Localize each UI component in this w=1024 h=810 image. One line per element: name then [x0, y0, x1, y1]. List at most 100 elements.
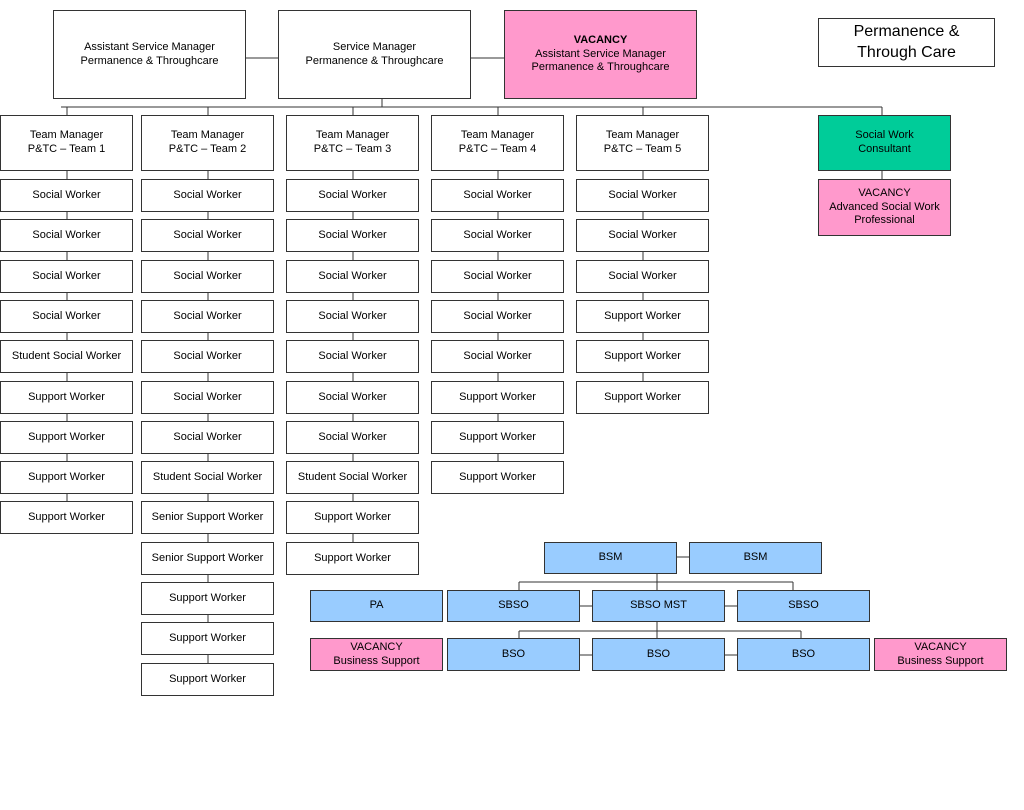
- team-2-member-box: Social Worker: [141, 260, 274, 293]
- team-3-member-box: Support Worker: [286, 501, 419, 534]
- team-manager-5-box-line-2: P&TC – Team 5: [603, 143, 682, 155]
- vacancy-business-support-right-box-line-1: VACANCY: [914, 640, 967, 653]
- sbso-right-box-line-1: SBSO: [788, 599, 819, 612]
- team-2-member-box: Support Worker: [141, 622, 274, 655]
- sbso-right-box: SBSO: [737, 590, 870, 622]
- bsm-left-box-line-1: BSM: [598, 551, 623, 564]
- team-2-member-box: Senior Support Worker: [141, 542, 274, 575]
- vacancy-assistant-service-manager-box-line-2: Assistant Service Manager: [535, 47, 666, 60]
- sbso-mst-box: SBSO MST: [592, 590, 725, 622]
- team-4-member-box: Support Worker: [431, 381, 564, 414]
- team-manager-5-box-line-1: Team Manager: [605, 129, 680, 142]
- team-2-member-box: Social Worker: [141, 179, 274, 212]
- service-manager-box-line-1: Service Manager: [332, 40, 417, 53]
- team-3-member-label: Support Worker: [314, 510, 391, 523]
- bso-3-box-line-1: BSO: [791, 647, 816, 660]
- team-4-member-label: Social Worker: [463, 349, 532, 362]
- team-3-member-label: Social Worker: [318, 309, 387, 322]
- team-4-member-label: Social Worker: [463, 188, 532, 201]
- team-2-member-label: Social Worker: [173, 309, 242, 322]
- team-2-member-label: Social Worker: [173, 349, 242, 362]
- vacancy-assistant-service-manager-box-line-3: Permanence & Throughcare: [531, 61, 670, 74]
- team-3-member-label: Social Worker: [318, 390, 387, 403]
- team-1-member-box: Support Worker: [0, 421, 133, 454]
- bso-2-box: BSO: [592, 638, 725, 671]
- team-3-member-label: Social Worker: [318, 430, 387, 443]
- team-2-member-label: Support Worker: [169, 591, 246, 604]
- team-1-member-box: Support Worker: [0, 501, 133, 534]
- team-5-member-box: Social Worker: [576, 179, 709, 212]
- team-5-member-label: Support Worker: [604, 390, 681, 403]
- team-2-member-label: Support Worker: [169, 672, 246, 685]
- service-manager-box-line-2: Permanence & Throughcare: [305, 54, 444, 67]
- team-1-member-label: Student Social Worker: [11, 349, 122, 362]
- team-manager-1-box-line-1: Team Manager: [29, 129, 104, 142]
- team-3-member-box: Social Worker: [286, 219, 419, 252]
- team-1-member-box: Social Worker: [0, 219, 133, 252]
- team-manager-2-box-line-1: Team Manager: [170, 129, 245, 142]
- team-4-member-label: Social Worker: [463, 228, 532, 241]
- team-2-member-label: Social Worker: [173, 430, 242, 443]
- vacancy-business-support-left-box-line-1: VACANCY: [350, 640, 403, 653]
- team-3-member-box: Social Worker: [286, 340, 419, 373]
- team-3-member-label: Social Worker: [318, 349, 387, 362]
- diagram-title-line-2: Through Care: [857, 43, 956, 61]
- team-4-member-box: Social Worker: [431, 179, 564, 212]
- team-1-member-label: Support Worker: [28, 390, 105, 403]
- social-work-consultant-box-line-2: Consultant: [858, 143, 911, 155]
- team-5-member-box: Support Worker: [576, 300, 709, 333]
- team-3-member-box: Social Worker: [286, 381, 419, 414]
- bso-3-box: BSO: [737, 638, 870, 671]
- team-2-member-box: Support Worker: [141, 582, 274, 615]
- team-3-member-box: Social Worker: [286, 300, 419, 333]
- team-4-member-label: Social Worker: [463, 269, 532, 282]
- team-3-member-box: Social Worker: [286, 421, 419, 454]
- team-2-member-label: Social Worker: [173, 269, 242, 282]
- team-4-member-box: Social Worker: [431, 300, 564, 333]
- team-2-member-label: Social Worker: [173, 188, 242, 201]
- team-4-member-label: Support Worker: [459, 430, 536, 443]
- team-1-member-label: Social Worker: [32, 188, 101, 201]
- team-2-member-box: Social Worker: [141, 421, 274, 454]
- team-1-member-label: Support Worker: [28, 510, 105, 523]
- sbso-left-box: SBSO: [447, 590, 580, 622]
- team-4-member-box: Social Worker: [431, 260, 564, 293]
- team-2-member-label: Senior Support Worker: [151, 551, 264, 564]
- team-1-member-label: Social Worker: [32, 309, 101, 322]
- team-5-member-label: Social Worker: [608, 228, 677, 241]
- team-3-member-box: Student Social Worker: [286, 461, 419, 494]
- team-3-member-label: Social Worker: [318, 188, 387, 201]
- team-1-member-label: Support Worker: [28, 470, 105, 483]
- team-2-member-box: Social Worker: [141, 340, 274, 373]
- team-4-member-box: Support Worker: [431, 461, 564, 494]
- team-1-member-label: Social Worker: [32, 228, 101, 241]
- team-5-member-label: Support Worker: [604, 349, 681, 362]
- vacancy-advanced-social-work-professional-box-line-2: Advanced Social Work: [829, 200, 940, 213]
- team-4-member-box: Social Worker: [431, 219, 564, 252]
- team-5-member-box: Support Worker: [576, 340, 709, 373]
- team-2-member-label: Support Worker: [169, 631, 246, 644]
- team-manager-3-box-line-1: Team Manager: [315, 129, 390, 142]
- team-1-member-box: Support Worker: [0, 461, 133, 494]
- team-2-member-box: Support Worker: [141, 663, 274, 696]
- team-1-member-box: Social Worker: [0, 179, 133, 212]
- team-2-member-box: Social Worker: [141, 381, 274, 414]
- team-2-member-label: Student Social Worker: [152, 470, 263, 483]
- sbso-left-box-line-1: SBSO: [498, 599, 529, 612]
- team-2-member-label: Social Worker: [173, 390, 242, 403]
- team-2-member-box: Social Worker: [141, 219, 274, 252]
- vacancy-business-support-right-box-line-2: Business Support: [897, 654, 984, 667]
- team-1-member-box: Support Worker: [0, 381, 133, 414]
- team-1-member-box: Social Worker: [0, 300, 133, 333]
- team-3-member-box: Support Worker: [286, 542, 419, 575]
- team-3-member-box: Social Worker: [286, 260, 419, 293]
- vacancy-business-support-left-box-line-2: Business Support: [333, 654, 420, 667]
